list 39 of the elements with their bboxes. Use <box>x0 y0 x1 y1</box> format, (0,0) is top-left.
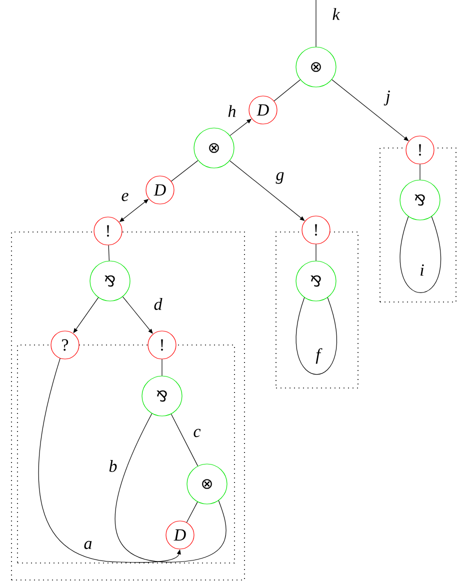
edge-label: j <box>384 90 390 106</box>
wire <box>296 297 338 375</box>
circle-node: ⊗ <box>194 128 234 168</box>
circle-node: D <box>248 96 278 124</box>
dotted-box <box>380 148 456 302</box>
circle-node: ! <box>302 216 330 244</box>
edge-label: a <box>84 540 92 550</box>
wire <box>274 80 301 102</box>
wire <box>170 160 198 182</box>
wire <box>114 413 226 562</box>
wire <box>108 244 110 262</box>
circle-node: ! <box>94 216 122 246</box>
circle-node: D <box>166 520 194 550</box>
edge-label: b <box>109 460 117 472</box>
edge-label: d <box>154 298 162 310</box>
wire <box>170 414 198 466</box>
edge-label: e <box>122 192 128 202</box>
wire <box>186 502 198 523</box>
circle-node: ⅋ <box>400 180 440 220</box>
edge-label: i <box>420 264 424 276</box>
circle-node: ⅋ <box>296 260 336 302</box>
circle-node: ! <box>406 136 434 164</box>
circle-node: ⊗ <box>296 46 336 88</box>
edge-label: f <box>316 348 322 364</box>
circle-node: ⅋ <box>142 376 182 416</box>
circle-node: ! <box>148 330 176 360</box>
edge-label: g <box>276 172 284 184</box>
edge-label: c <box>194 428 201 438</box>
wire <box>38 358 181 563</box>
circle-node: ⊗ <box>186 464 228 504</box>
edge-label: h <box>228 105 236 117</box>
circle-node: D <box>146 176 174 204</box>
wire <box>122 296 153 334</box>
wire <box>400 216 442 293</box>
circle-node: ⅋ <box>90 260 130 302</box>
dotted-box <box>11 232 245 580</box>
dotted-box <box>276 232 358 388</box>
circle-node: ? <box>50 330 80 360</box>
edge-label: k <box>332 8 340 20</box>
